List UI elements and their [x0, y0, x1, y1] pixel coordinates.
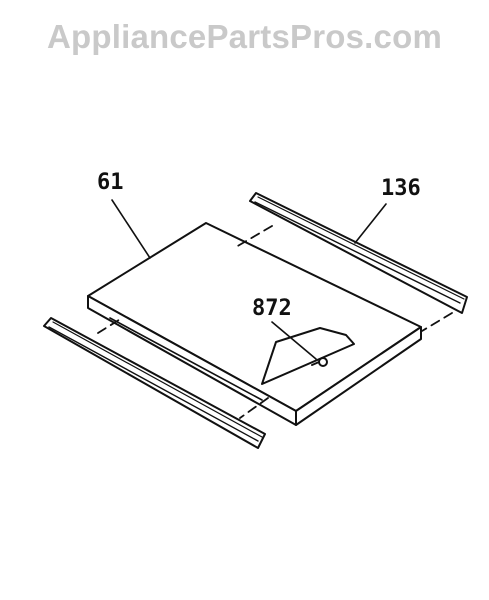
callout-136: 136 [381, 176, 421, 201]
rail-part-136 [249, 192, 468, 314]
alignment-dashes [97, 225, 453, 419]
callout-872: 872 [252, 296, 292, 321]
callout-61: 61 [97, 170, 124, 195]
shelf-panel-part-61 [87, 222, 422, 426]
leader-lines [111, 199, 387, 360]
watermark-text: AppliancePartsPros.com [46, 18, 443, 55]
bracket-part-872 [261, 327, 355, 385]
rail-left [43, 317, 266, 449]
screw-icon [318, 357, 328, 367]
